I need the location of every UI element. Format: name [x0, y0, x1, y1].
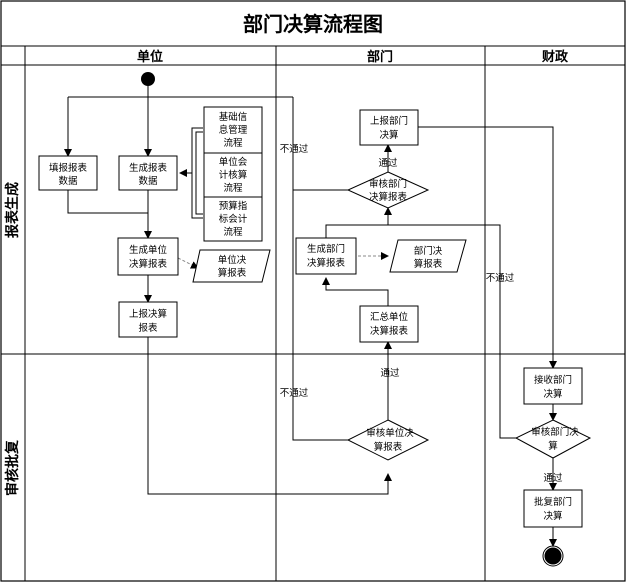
svg-text:息管理: 息管理 [219, 124, 248, 136]
svg-text:数据: 数据 [58, 175, 78, 187]
node-review-unit-report: 审核单位决 算报表 [346, 419, 430, 461]
svg-text:决算: 决算 [543, 510, 562, 522]
node-receive-dept-report: 接收部门 决算 [523, 367, 583, 405]
node-review-dept-report: 审核部门 决算报表 [346, 171, 430, 209]
node-budget-index-process: 预算指 标会计 流程 [203, 196, 263, 242]
svg-text:计核算: 计核算 [219, 169, 248, 181]
node-basic-info-process: 基础信 息管理 流程 [203, 106, 263, 154]
svg-text:生成单位: 生成单位 [129, 244, 168, 256]
svg-text:算报表: 算报表 [218, 267, 247, 279]
node-summarize-unit-reports: 汇总单位 决算报表 [359, 305, 419, 343]
svg-text:算: 算 [548, 440, 558, 452]
start-node [141, 72, 155, 86]
edge-label-pass-finance: 通过 [543, 472, 563, 484]
svg-text:算报表: 算报表 [414, 258, 443, 270]
end-node [544, 547, 562, 565]
svg-text:单位会: 单位会 [219, 156, 248, 168]
svg-text:接收部门: 接收部门 [534, 374, 572, 386]
svg-text:算报表: 算报表 [374, 441, 403, 453]
svg-text:生成部门: 生成部门 [307, 243, 345, 255]
svg-text:单位决: 单位决 [218, 254, 247, 266]
svg-text:决算: 决算 [543, 388, 562, 400]
edge-label-pass-review-dept: 通过 [378, 157, 398, 169]
svg-text:批复部门: 批复部门 [534, 496, 572, 508]
lane-header-department: 部门 [367, 49, 393, 65]
svg-text:填报报表: 填报报表 [49, 162, 88, 174]
svg-text:流程: 流程 [223, 137, 243, 149]
svg-text:标会计: 标会计 [219, 213, 248, 225]
phase-label-report-generation: 报表生成 [4, 182, 21, 238]
svg-text:上报部门: 上报部门 [370, 115, 408, 127]
lane-header-unit: 单位 [137, 49, 163, 65]
svg-text:流程: 流程 [223, 182, 243, 194]
node-generate-unit-report: 生成单位 决算报表 [117, 237, 179, 276]
svg-text:数据: 数据 [138, 175, 158, 187]
page-title: 部门决算流程图 [243, 12, 383, 36]
node-review-dept-final: 审核部门决 算 [514, 419, 592, 459]
node-generate-report-data: 生成报表 数据 [118, 155, 178, 191]
svg-text:基础信: 基础信 [219, 111, 248, 123]
svg-text:审核部门决: 审核部门决 [531, 426, 579, 438]
svg-text:决算报表: 决算报表 [129, 258, 168, 270]
svg-text:决算报表: 决算报表 [307, 257, 346, 269]
edge-label-fail-finance: 不通过 [486, 272, 515, 284]
node-generate-dept-report: 生成部门 决算报表 [295, 237, 357, 275]
svg-text:生成报表: 生成报表 [129, 162, 168, 174]
svg-text:预算指: 预算指 [219, 200, 248, 212]
svg-text:审核单位决: 审核单位决 [366, 427, 414, 439]
node-submit-unit-report: 上报决算 报表 [118, 301, 178, 338]
node-unit-report-doc: 单位决 算报表 [192, 249, 271, 283]
node-submit-dept-report: 上报部门 决算 [359, 109, 419, 146]
node-unit-accounting-process: 单位会 计核算 流程 [203, 152, 263, 198]
lane-header-finance: 财政 [542, 49, 569, 65]
node-fill-report-data: 填报报表 数据 [38, 155, 98, 191]
svg-text:审核部门: 审核部门 [369, 178, 407, 190]
svg-text:决算报表: 决算报表 [369, 191, 408, 203]
svg-text:部门决: 部门决 [414, 245, 443, 257]
node-approve-dept-report: 批复部门 决算 [523, 489, 583, 528]
edge-label-fail-unit-review: 不通过 [280, 387, 309, 399]
edge-label-pass-unit-review: 通过 [380, 367, 400, 379]
svg-text:上报决算: 上报决算 [129, 308, 167, 320]
svg-text:决算报表: 决算报表 [370, 325, 409, 337]
svg-text:汇总单位: 汇总单位 [370, 311, 409, 323]
phase-label-review-approval: 审核批复 [4, 439, 21, 496]
node-dept-report-doc: 部门决 算报表 [389, 239, 467, 273]
svg-text:流程: 流程 [223, 226, 243, 238]
svg-text:决算: 决算 [379, 129, 398, 141]
edge-label-fail-left: 不通过 [280, 143, 309, 155]
svg-text:报表: 报表 [138, 322, 158, 334]
